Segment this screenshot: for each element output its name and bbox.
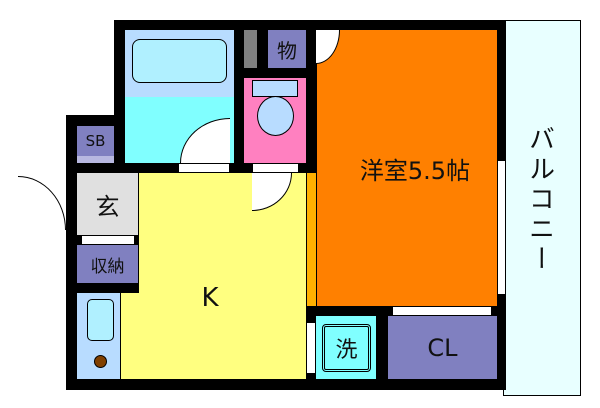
laundry-pan: 洗 — [322, 324, 371, 372]
storage: 収納 — [77, 245, 138, 283]
balcony — [503, 20, 581, 396]
stove-burner — [94, 355, 107, 368]
laundry-door[interactable] — [306, 322, 316, 374]
storage-door[interactable] — [81, 235, 135, 245]
kitchen-room-opening[interactable] — [306, 173, 316, 306]
western-room — [316, 30, 497, 306]
balcony-label: バルコニー — [524, 125, 555, 275]
toilet-bowl — [257, 96, 294, 136]
entrance-door-swing[interactable] — [18, 176, 66, 230]
shoe-box-base — [77, 156, 114, 163]
pipe-space — [244, 30, 257, 68]
entrance: 玄 — [77, 173, 139, 235]
bath-door[interactable] — [178, 163, 230, 173]
storeroom: 物 — [268, 30, 306, 68]
toilet-tank — [252, 80, 298, 97]
toilet-door[interactable] — [252, 163, 299, 173]
balcony-window[interactable] — [497, 160, 506, 295]
shoe-box: SB — [77, 126, 114, 156]
closet: CL — [388, 316, 497, 379]
closet-door[interactable] — [392, 306, 492, 316]
bathtub — [132, 39, 227, 83]
sink-basin — [87, 299, 114, 341]
western-room-label: 洋室5.5帖 — [359, 156, 471, 185]
kitchen-lower — [121, 293, 306, 379]
kitchen-label: K — [201, 283, 219, 313]
